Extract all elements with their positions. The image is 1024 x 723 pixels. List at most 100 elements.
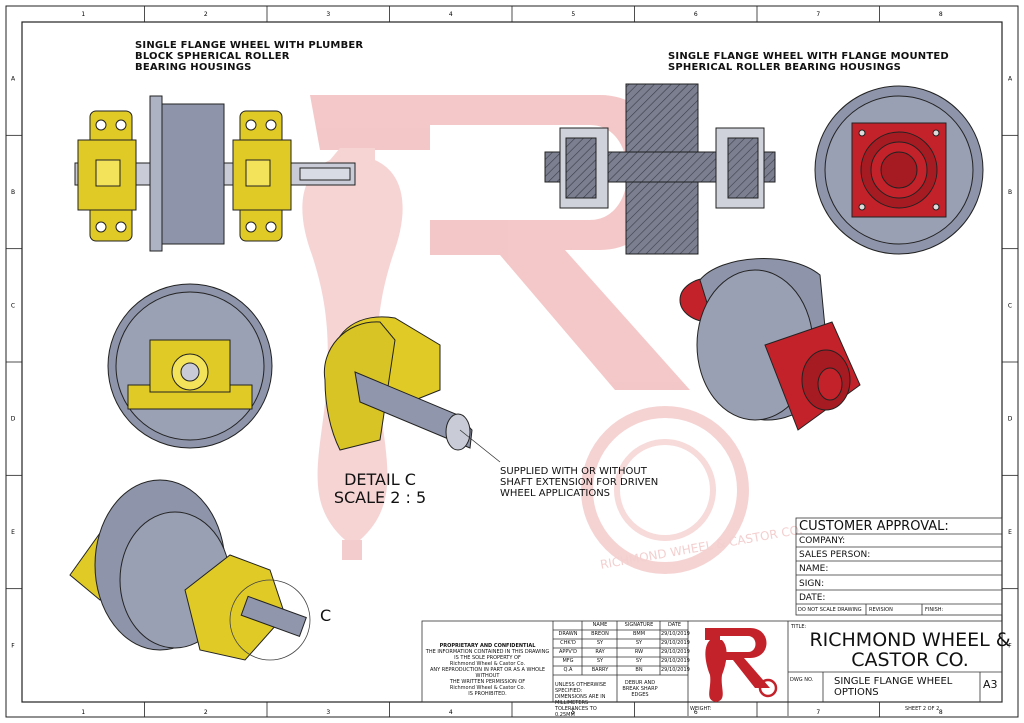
proprietary-line: Richmond Wheel & Castor Co. [449,685,526,691]
sign-field-label: SIGN: [799,579,825,589]
right-view-title-line: SINGLE FLANGE WHEEL WITH FLANGE MOUNTED [668,51,949,62]
company-logo [705,628,778,702]
shaft-note-line: WHEEL APPLICATIONS [500,488,611,499]
company-name-line: CASTOR CO. [851,649,969,671]
proprietary-line: Richmond Wheel & Castor Co. [449,661,526,667]
zone-row-label: F [1008,642,1012,649]
zone-column-label: 5 [571,11,575,18]
zone-row-label: D [1008,416,1013,423]
detail-label: DETAIL C SCALE 2 : 5 [320,471,440,507]
zone-column-label: 6 [694,709,698,716]
signoff-cell: 29/10/2019 [661,658,690,664]
left-view-title: SINGLE FLANGE WHEEL WITH PLUMBER BLOCK S… [135,40,363,73]
signoff-header-cell: NAME [592,622,608,628]
zone-row-label: B [1008,189,1012,196]
sheet-number: SHEET 2 OF 2 [905,706,940,712]
unless-line: TOLERANCES TO 0.25MM [555,706,597,718]
dwg-no-label: DWG NO. [790,677,814,683]
proprietary-line: IS THE SOLE PROPERTY OF [454,655,521,661]
zone-column-label: 5 [571,709,575,716]
proprietary-line: THE INFORMATION CONTAINED IN THIS DRAWIN… [425,649,550,655]
zone-column-label: 6 [694,11,698,18]
signoff-cell: 29/10/2019 [661,667,690,673]
signoff-cell: Q.A [563,667,573,673]
zone-column-label: 2 [204,709,208,716]
signoff-cell: MFG [562,658,574,664]
shaft-note-line: SHAFT EXTENSION FOR DRIVEN [500,477,659,488]
zone-row-label: B [11,189,15,196]
company-field-label: COMPANY: [799,536,846,546]
signoff-cell: 29/10/2019 [661,640,690,646]
left-view-title-line: BEARING HOUSINGS [135,62,252,73]
company-name-line: RICHMOND WHEEL & [809,629,1011,651]
proprietary-line: THE WRITTEN PERMISSION OF [449,679,526,685]
detail-label-line: DETAIL C [344,470,416,489]
plummer-end-view [107,283,273,449]
right-view-title: SINGLE FLANGE WHEEL WITH FLANGE MOUNTED … [668,51,949,73]
detail-c-view [323,316,473,451]
right-view-title-line: SPHERICAL ROLLER BEARING HOUSINGS [668,62,902,73]
customer-approval-box [795,517,1003,616]
signoff-cell: 29/10/2019 [661,631,690,637]
signoff-cell: SY [635,658,643,664]
left-view-title-line: SINGLE FLANGE WHEEL WITH PLUMBER [135,40,364,51]
zone-row-label: A [1008,76,1013,83]
zone-column-label: 1 [81,11,85,18]
signoff-cell: CHK'D [560,640,576,646]
deburr-line: DEBUR AND [624,680,656,686]
zone-column-label: 7 [816,709,820,716]
zone-column-label: 2 [204,11,208,18]
signoff-header-cell: DATE [667,622,681,628]
flange-iso-view [679,258,861,431]
flange-section-view [544,83,776,255]
plummer-side-view [74,95,356,252]
zone-ticks [6,6,1018,717]
zone-row-label: C [11,302,15,309]
customer-approval-title: CUSTOMER APPROVAL: [799,519,949,534]
shaft-note-line: SUPPLIED WITH OR WITHOUT [500,466,647,477]
detail-callout-letter: C [320,606,332,625]
signoff-cell: SY [596,640,604,646]
company-name: RICHMOND WHEEL & CASTOR CO. [800,630,1020,670]
signoff-cell: BN [635,667,643,673]
proprietary-line: ANY REPRODUCTION IN PART OR AS A WHOLE W… [429,667,546,679]
zone-row-label: C [1008,302,1012,309]
do-not-scale-label: DO NOT SCALE DRAWING [798,607,862,613]
deburr-line: EDGES [631,692,649,698]
title-label: TITLE: [791,624,807,630]
finish-label: FINISH: [925,607,944,613]
zone-column-label: 3 [326,709,330,716]
flange-end-view [814,85,984,255]
signoff-cell: RAY [595,649,605,655]
zone-column-label: 4 [449,709,453,716]
sheet-size: A3 [983,678,998,691]
deburr-line: BREAK SHARP [622,686,658,692]
title-block-lines [421,620,1003,716]
zone-row-label: E [11,529,15,536]
deburr-note: DEBUR AND BREAK SHARP EDGES [620,680,660,698]
plummer-iso-view [69,479,311,661]
zone-row-label: F [11,642,15,649]
zone-column-label: 4 [449,11,453,18]
zone-row-label: A [11,76,16,83]
zone-row-label: E [1008,529,1012,536]
signoff-cell: DRAWN [558,631,578,637]
zone-column-label: 3 [326,11,330,18]
drawing-name: SINGLE FLANGE WHEEL OPTIONS [834,676,952,698]
zone-row-label: D [11,416,16,423]
drawing-name-line: SINGLE FLANGE WHEEL [834,676,953,687]
date-field-label: DATE: [799,593,826,603]
signoff-cell: BREON [591,631,609,637]
name-field-label: NAME: [799,564,829,574]
weight-label: WEIGHT: [690,706,712,712]
signoff-cell: BMM [632,631,646,637]
signoff-cell: BARRY [591,667,609,673]
signoff-cell: SY [596,658,604,664]
note-leader [459,429,501,463]
detail-label-line: SCALE 2 : 5 [333,488,427,507]
zone-column-label: 7 [816,11,820,18]
proprietary-line: IS PROHIBITED. [468,691,507,697]
left-view-title-line: BLOCK SPHERICAL ROLLER [135,51,290,62]
